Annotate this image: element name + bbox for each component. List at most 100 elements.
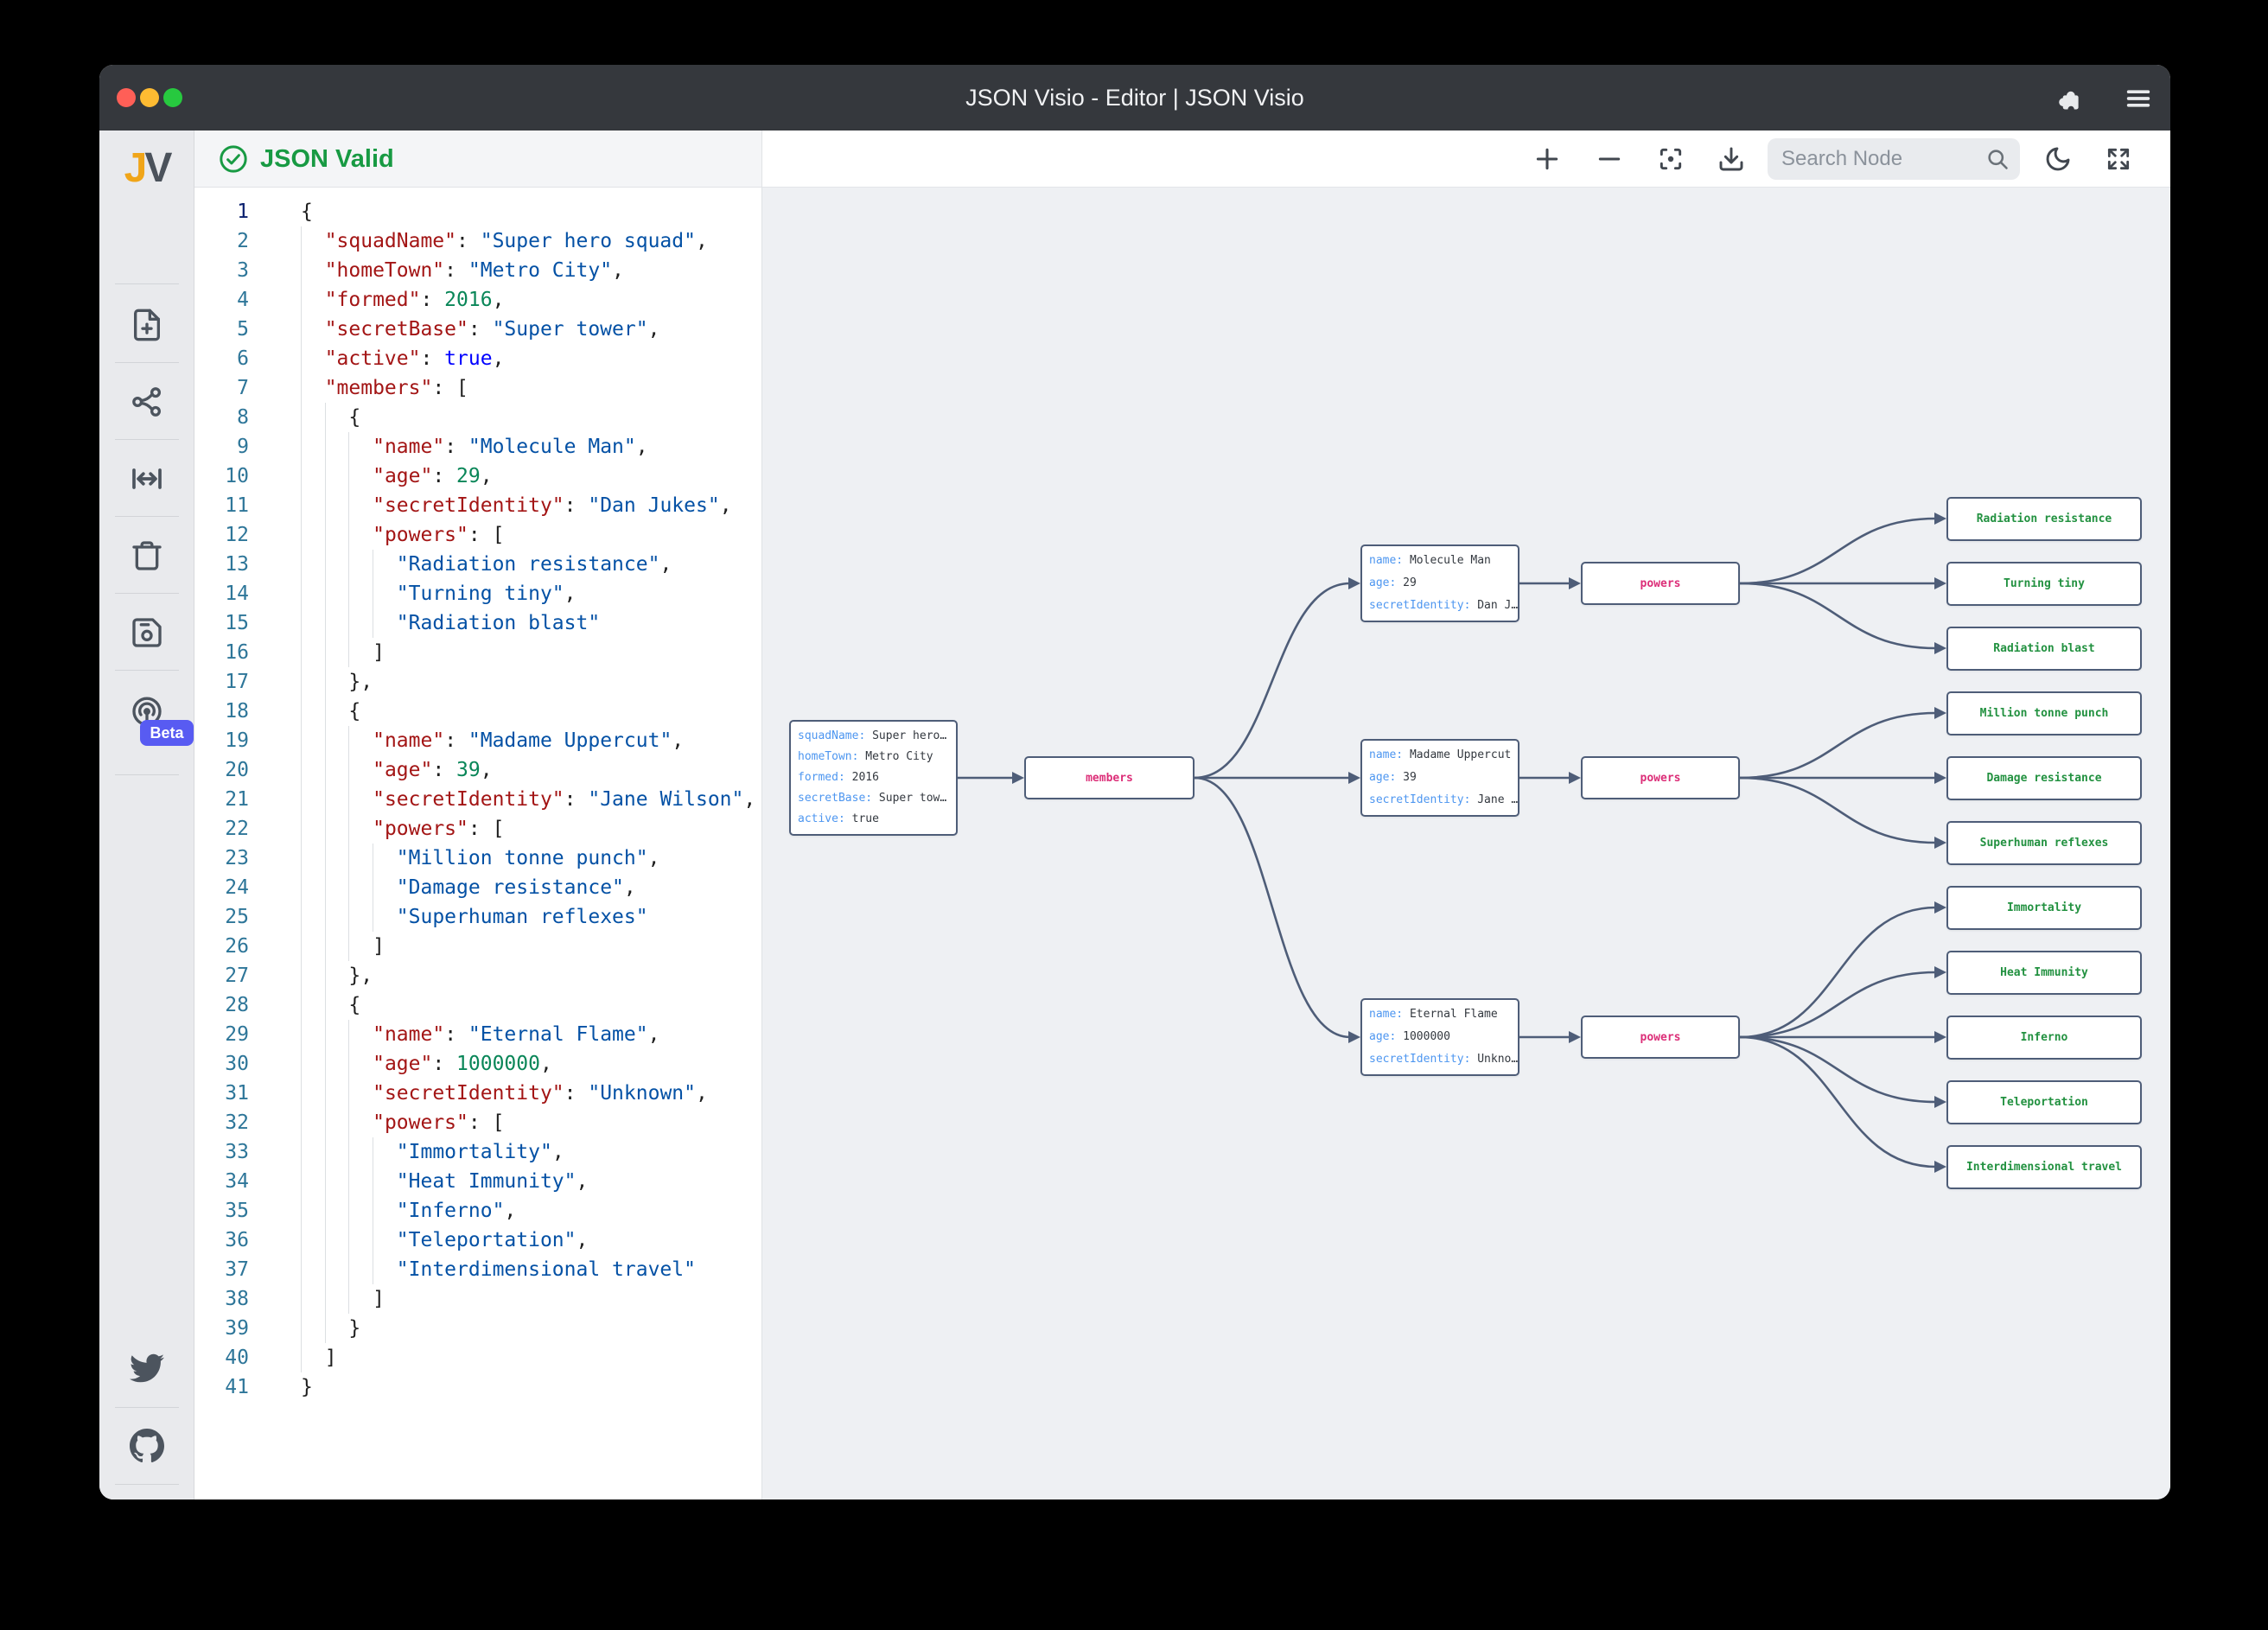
indent-guide <box>324 1226 326 1255</box>
code-text: "name": "Molecule Man", <box>373 436 648 458</box>
app-logo[interactable]: JV <box>99 144 194 192</box>
code-text: ] <box>373 641 385 664</box>
graph-node-power-leaf[interactable]: Million tonne punch <box>1946 691 2142 735</box>
graph-canvas[interactable]: squadName: Super hero…homeTown: Metro Ci… <box>762 188 2170 1499</box>
code-text: "secretIdentity": "Unknown", <box>373 1082 708 1105</box>
graph-node-powers[interactable]: powers <box>1581 562 1740 605</box>
zoom-out-button[interactable] <box>1590 139 1629 179</box>
menu-hamburger-icon[interactable] <box>2124 84 2153 113</box>
dark-mode-toggle[interactable] <box>2038 139 2078 179</box>
indent-guide <box>348 814 350 844</box>
divider <box>115 439 179 440</box>
code-line: 7"members": [ <box>194 373 761 403</box>
share-graph-button[interactable] <box>99 374 194 430</box>
indent-guide <box>348 1284 350 1314</box>
code-line: 3"homeTown": "Metro City", <box>194 256 761 285</box>
indent-guide <box>324 608 326 638</box>
line-number: 36 <box>225 1229 249 1251</box>
github-link-button[interactable] <box>99 1418 194 1474</box>
graph-node-power-leaf[interactable]: Immortality <box>1946 885 2142 930</box>
json-editor[interactable]: 1{2"squadName": "Super hero squad",3"hom… <box>194 188 762 1499</box>
save-json-button[interactable] <box>99 605 194 660</box>
graph-node-power-leaf[interactable]: Turning tiny <box>1946 561 2142 606</box>
indent-guide <box>301 226 302 256</box>
node-row: name: Madame Uppercut <box>1369 748 1512 761</box>
indent-guide <box>301 373 302 403</box>
focus-center-icon <box>1660 148 1682 170</box>
code-text: "Radiation resistance", <box>396 553 672 576</box>
code-line: 34"Heat Immunity", <box>194 1167 761 1196</box>
graph-node-root[interactable]: squadName: Super hero…homeTown: Metro Ci… <box>789 720 958 836</box>
graph-node-members[interactable]: members <box>1024 756 1195 799</box>
expand-width-button[interactable] <box>99 451 194 506</box>
indent-guide <box>301 932 302 961</box>
code-text: { <box>348 406 361 429</box>
patreon-link-button[interactable] <box>99 1494 194 1499</box>
search-node-input[interactable] <box>1781 138 1980 180</box>
graph-node-power-leaf[interactable]: Superhuman reflexes <box>1946 820 2142 865</box>
line-number: 1 <box>237 201 249 223</box>
indent-guide <box>301 608 302 638</box>
node-label-text: powers <box>1640 1030 1681 1044</box>
edge-line <box>1739 906 1937 1039</box>
indent-guide <box>301 1314 302 1343</box>
graph-node-powers[interactable]: powers <box>1581 1016 1740 1059</box>
line-number: 13 <box>225 553 249 576</box>
twitter-link-button[interactable] <box>99 1340 194 1396</box>
line-number: 35 <box>225 1200 249 1222</box>
line-number: 41 <box>225 1376 249 1398</box>
graph-node-power-leaf[interactable]: Heat Immunity <box>1946 950 2142 995</box>
line-number: 3 <box>237 259 249 282</box>
zoom-window-button[interactable] <box>163 88 182 107</box>
code-text: }, <box>348 965 373 987</box>
line-number: 22 <box>225 818 249 840</box>
graph-node-powers[interactable]: powers <box>1581 756 1740 799</box>
indent-guide <box>301 550 302 579</box>
node-row: name: Molecule Man <box>1369 554 1491 567</box>
indent-guide <box>301 844 302 873</box>
code-line: 12"powers": [ <box>194 520 761 550</box>
graph-node-power-leaf[interactable]: Radiation resistance <box>1946 496 2142 541</box>
node-row: secretIdentity: Dan J… <box>1369 599 1519 612</box>
edge-arrowhead <box>1934 1031 1946 1043</box>
graph-node-power-leaf[interactable]: Inferno <box>1946 1015 2142 1060</box>
horizontal-expand-icon <box>132 468 162 489</box>
code-text: "squadName": "Super hero squad", <box>324 230 708 252</box>
center-view-button[interactable] <box>1651 139 1691 179</box>
line-number: 2 <box>237 230 249 252</box>
graph-node-power-leaf[interactable]: Teleportation <box>1946 1079 2142 1124</box>
download-image-button[interactable] <box>1711 139 1751 179</box>
node-label-text: Inferno <box>2020 1030 2068 1044</box>
clear-json-button[interactable] <box>99 528 194 583</box>
code-line: 26] <box>194 932 761 961</box>
line-number: 6 <box>237 347 249 370</box>
indent-guide <box>301 1196 302 1226</box>
graph-node-power-leaf[interactable]: Radiation blast <box>1946 626 2142 671</box>
graph-node-power-leaf[interactable]: Damage resistance <box>1946 755 2142 800</box>
indent-guide <box>324 1020 326 1049</box>
code-line: 1{ <box>194 197 761 226</box>
minimize-window-button[interactable] <box>140 88 159 107</box>
code-line: 22"powers": [ <box>194 814 761 844</box>
indent-guide <box>301 491 302 520</box>
indent-guide <box>324 462 326 491</box>
close-window-button[interactable] <box>117 88 136 107</box>
line-number: 9 <box>237 436 249 458</box>
edge-line <box>1739 1035 1937 1168</box>
new-document-button[interactable] <box>99 297 194 353</box>
editor-header: JSON Valid <box>194 131 762 188</box>
code-line: 4"formed": 2016, <box>194 285 761 315</box>
zoom-in-button[interactable] <box>1527 139 1567 179</box>
fullscreen-button[interactable] <box>2099 139 2138 179</box>
code-line: 39} <box>194 1314 761 1343</box>
app-window: JSON Visio - Editor | JSON Visio JV <box>99 65 2170 1499</box>
graph-node-power-leaf[interactable]: Interdimensional travel <box>1946 1144 2142 1189</box>
extension-puzzle-icon[interactable] <box>2054 84 2083 113</box>
line-number: 31 <box>225 1082 249 1105</box>
line-number: 19 <box>225 729 249 752</box>
moon-icon <box>2046 147 2070 171</box>
indent-guide <box>301 285 302 315</box>
